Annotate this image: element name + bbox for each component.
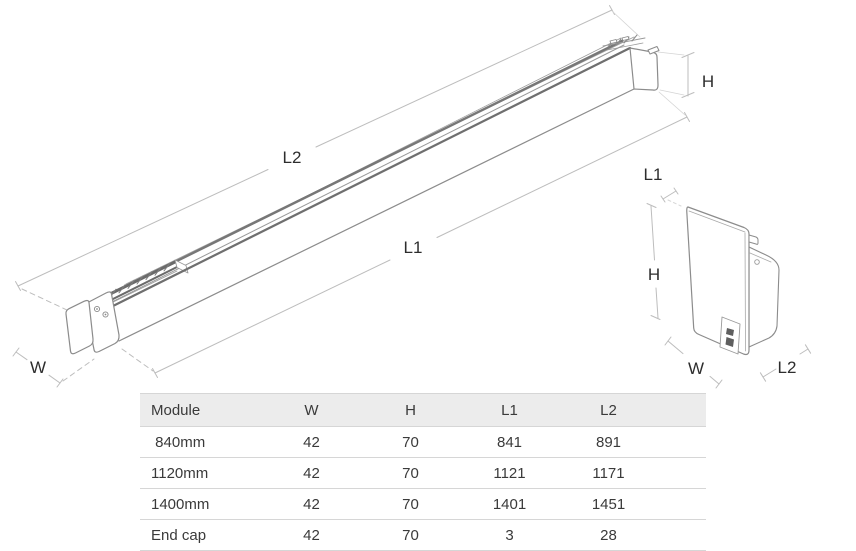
endcap-l1-label: L1 xyxy=(644,165,663,184)
column-header-h: H xyxy=(361,393,460,427)
table-row: End cap 42 70 3 28 xyxy=(140,519,706,551)
main-l2-label: L2 xyxy=(283,148,302,167)
cell-h: 70 xyxy=(361,519,460,551)
cell-l2: 1451 xyxy=(559,488,658,520)
end-cap-drawing xyxy=(686,206,780,356)
table-row: 1400mm 42 70 1401 1451 xyxy=(140,488,706,520)
cell-spacer xyxy=(658,426,706,458)
column-header-l2: L2 xyxy=(559,393,658,427)
cell-l1: 1121 xyxy=(460,457,559,489)
table-row: 1120mm 42 70 1121 1171 xyxy=(140,457,706,489)
endcap-l2-label: L2 xyxy=(778,358,797,377)
column-header-w: W xyxy=(262,393,361,427)
main-w-label: W xyxy=(30,358,46,377)
main-h-label: H xyxy=(702,72,714,91)
endcap-dimension-lines xyxy=(646,187,812,389)
cell-spacer xyxy=(658,519,706,551)
cell-w: 42 xyxy=(262,426,361,458)
endcap-w-label: W xyxy=(688,359,704,378)
column-header-module: Module xyxy=(140,393,262,427)
cell-w: 42 xyxy=(262,457,361,489)
cell-l2: 28 xyxy=(559,519,658,551)
cell-spacer xyxy=(658,488,706,520)
cell-l1: 841 xyxy=(460,426,559,458)
dimensions-table: Module W H L1 L2 840mm 42 70 841 891 112… xyxy=(140,393,706,551)
cell-module: 1120mm xyxy=(140,457,262,489)
cell-l2: 891 xyxy=(559,426,658,458)
cell-module: 840mm xyxy=(140,426,262,458)
cell-h: 70 xyxy=(361,488,460,520)
column-header-spacer xyxy=(658,393,706,427)
cell-l1: 3 xyxy=(460,519,559,551)
cell-l1: 1401 xyxy=(460,488,559,520)
cell-module: End cap xyxy=(140,519,262,551)
cell-w: 42 xyxy=(262,519,361,551)
main-fixture-drawing xyxy=(65,34,660,355)
cell-l2: 1171 xyxy=(559,457,658,489)
column-header-l1: L1 xyxy=(460,393,559,427)
endcap-h-label: H xyxy=(648,265,660,284)
cell-w: 42 xyxy=(262,488,361,520)
table-row: 840mm 42 70 841 891 xyxy=(140,426,706,458)
cell-h: 70 xyxy=(361,457,460,489)
table-header-row: Module W H L1 L2 xyxy=(140,393,706,427)
cell-spacer xyxy=(658,457,706,489)
cell-module: 1400mm xyxy=(140,488,262,520)
cell-h: 70 xyxy=(361,426,460,458)
main-l1-label: L1 xyxy=(404,238,423,257)
